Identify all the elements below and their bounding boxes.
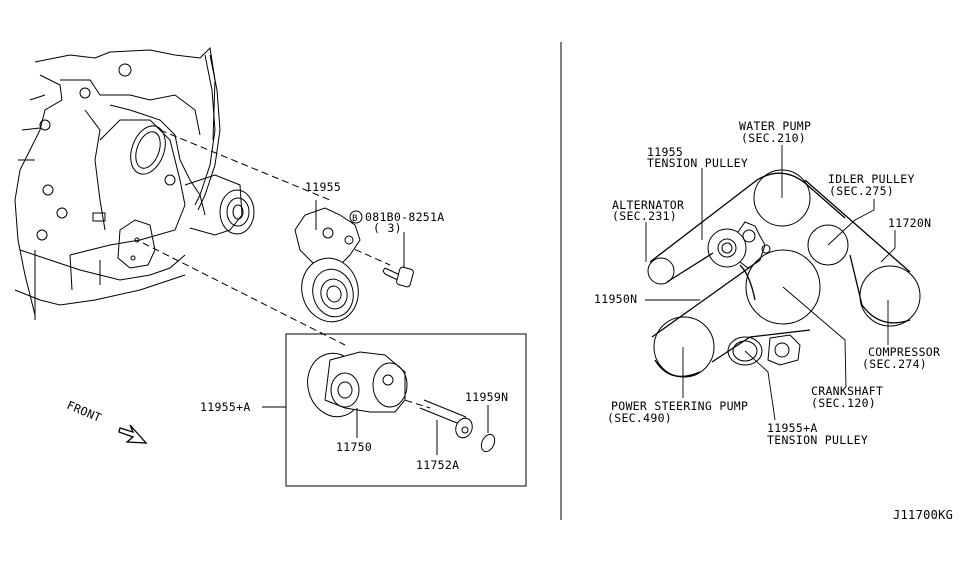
label-tension-pulley-2: TENSION PULLEY — [767, 433, 868, 447]
tension-pulley-11750 — [307, 351, 408, 438]
label-water-pump-sec: (SEC.210) — [741, 131, 806, 145]
label-belt-11720n: 11720N — [888, 216, 931, 230]
label-crankshaft-sec: (SEC.120) — [811, 396, 876, 410]
detail-box — [285, 333, 527, 487]
label-tension-pulley-1-part: 11955 — [647, 145, 683, 159]
label-alternator-sec: (SEC.231) — [612, 209, 677, 223]
label-belt-11950n: 11950N — [594, 292, 637, 306]
alternator-pulley — [647, 257, 675, 285]
bolt-b-badge-letter: B — [352, 214, 358, 224]
label-idler-pulley: IDLER PULLEY — [828, 172, 915, 186]
label-compressor-sec: (SEC.274) — [862, 357, 927, 371]
bolt-11752a — [419, 399, 473, 455]
front-arrow-icon — [118, 424, 148, 444]
belt-routing-diagram — [647, 169, 921, 378]
part-label-11959n: 11959N — [465, 390, 508, 404]
label-power-steering-sec: (SEC.490) — [607, 411, 672, 425]
label-idler-pulley-sec: (SEC.275) — [829, 184, 894, 198]
cap-11959n — [480, 405, 496, 453]
bolt-081b0-8251a — [382, 232, 414, 288]
part-label-bolt-qty: ( 3) — [373, 221, 402, 235]
label-tension-pulley-1: TENSION PULLEY — [647, 156, 748, 170]
label-crankshaft: CRANKSHAFT — [811, 384, 883, 398]
belt-11950n — [649, 172, 846, 378]
belt-11720n — [804, 179, 911, 324]
front-label: FRONT — [65, 398, 104, 425]
part-label-11750: 11750 — [336, 440, 372, 454]
dashed-leader-1 — [159, 129, 331, 201]
part-label-11752a: 11752A — [416, 458, 459, 472]
compressor-pulley — [859, 265, 921, 327]
diagram-code: J11700KG — [893, 508, 953, 522]
power-steering-pulley — [653, 316, 715, 378]
label-water-pump: WATER PUMP — [739, 119, 811, 133]
right-leader-lines — [645, 145, 896, 421]
tension-pulley-11955 — [707, 228, 747, 268]
dashed-leader-3 — [344, 244, 391, 266]
engine-block-drawing — [14, 46, 255, 320]
idler-pulley — [807, 224, 849, 266]
part-label-bolt: 081B0-8251A — [365, 210, 444, 224]
label-alternator: ALTERNATOR — [612, 198, 684, 212]
part-label-11955: 11955 — [305, 180, 341, 194]
tension-pulley-assembly-11955 — [294, 200, 361, 323]
label-power-steering: POWER STEERING PUMP — [611, 399, 748, 413]
part-label-11955a: 11955+A — [200, 400, 251, 414]
label-compressor: COMPRESSOR — [868, 345, 940, 359]
dashed-leader-2 — [142, 242, 346, 346]
label-tension-pulley-2-part: 11955+A — [767, 421, 818, 435]
bolt-b-badge-icon — [349, 210, 363, 224]
crankshaft-pulley — [745, 249, 821, 325]
